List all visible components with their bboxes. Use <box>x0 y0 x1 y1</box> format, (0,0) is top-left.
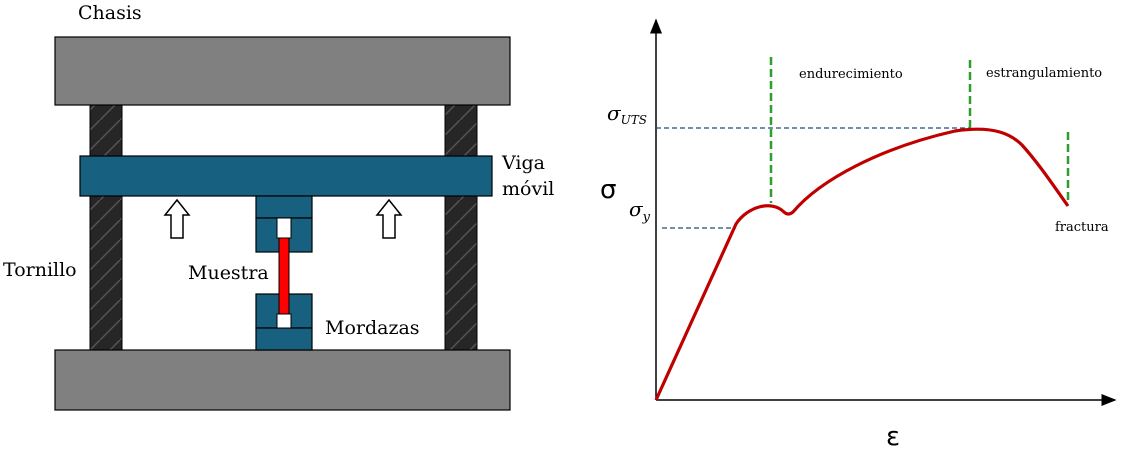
top-frame <box>54 36 511 106</box>
upper-grip-top <box>255 195 313 219</box>
x-axis-label: ε <box>886 422 900 449</box>
moving-beam <box>79 155 493 197</box>
estrangulamiento-label: estrangulamiento <box>986 66 1102 81</box>
muestra-label: Muestra <box>188 262 269 284</box>
bottom-frame <box>54 349 511 411</box>
viga-label-line2: móvil <box>502 178 554 200</box>
stress-strain-curve <box>654 127 1070 401</box>
lower-grip-bottom <box>255 327 313 351</box>
sample <box>278 237 290 315</box>
upper-grip-slot <box>276 217 292 239</box>
right-screw <box>444 103 478 351</box>
fractura-label: fractura <box>1055 220 1109 235</box>
stress-strain-graph: σ ε σUTS σy endurecimiento estrangulamie… <box>600 18 1117 449</box>
sigma-y-label: σy <box>629 197 651 225</box>
endurecimiento-label: endurecimiento <box>799 67 903 82</box>
up-arrow-right-icon <box>375 198 403 239</box>
testing-machine: Chasis Viga móvil Tornillo Muestra Morda… <box>3 2 554 411</box>
viga-label-line1: Viga <box>501 152 545 174</box>
mordazas-label: Mordazas <box>325 317 420 339</box>
sigma-uts-label: σUTS <box>607 101 647 127</box>
y-axis-label: σ <box>600 175 616 205</box>
up-arrow-left-icon <box>163 198 191 239</box>
tornillo-label: Tornillo <box>3 259 77 281</box>
chasis-label: Chasis <box>78 2 142 24</box>
lower-grip-slot <box>276 313 292 329</box>
left-screw <box>89 103 123 351</box>
